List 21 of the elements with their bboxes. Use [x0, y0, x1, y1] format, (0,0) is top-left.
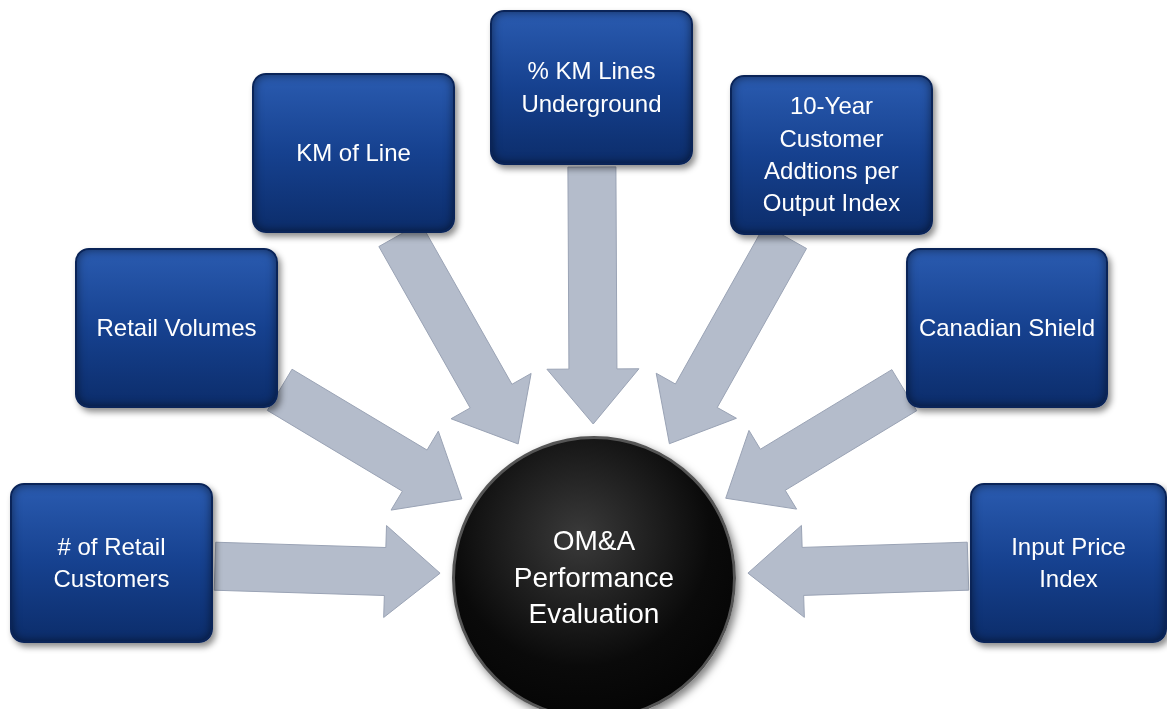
- factor-box: [730, 75, 933, 235]
- factor-box: [252, 73, 455, 233]
- factor-box: [906, 248, 1108, 408]
- node-label: Input Price Index: [1010, 531, 1127, 594]
- factor-box: [75, 248, 278, 408]
- block-arrow: [747, 524, 970, 618]
- node-label: 10-Year Customer Addtions per Output Index: [761, 91, 902, 219]
- block-arrow: [546, 166, 640, 425]
- result-circle: [452, 436, 736, 709]
- node-label: Canadian Shield: [917, 312, 1097, 343]
- block-arrow: [266, 368, 463, 511]
- factor-box: [10, 483, 213, 643]
- block-arrow: [213, 525, 441, 618]
- block-arrow: [725, 369, 918, 510]
- node-label: KM of Line: [295, 137, 412, 168]
- node-label: Retail Volumes: [95, 312, 258, 343]
- node-label: # of Retail Customers: [52, 531, 171, 594]
- node-label: OM&A Performance Evaluation: [512, 524, 676, 632]
- factor-box: [970, 483, 1167, 643]
- node-label: % KM Lines Underground: [520, 56, 663, 119]
- factor-box: [490, 10, 693, 165]
